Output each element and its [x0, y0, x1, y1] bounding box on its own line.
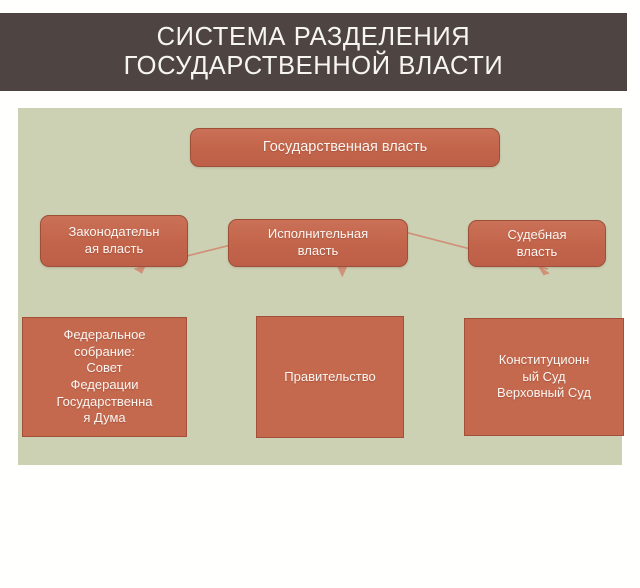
- node-legislative-power[interactable]: Законодательн ая власть: [40, 215, 188, 267]
- node-state-power[interactable]: Государственная власть: [190, 128, 500, 167]
- node-executive-power[interactable]: Исполнительная власть: [228, 219, 408, 267]
- node-judicial-power[interactable]: Судебная власть: [468, 220, 606, 267]
- title-bar: Система разделения государственной власт…: [0, 13, 627, 91]
- node-courts[interactable]: Конституционн ый Суд Верховный Суд: [464, 318, 624, 436]
- node-government[interactable]: Правительство: [256, 316, 404, 438]
- node-federal-assembly[interactable]: Федеральное собрание: Совет Федерации Го…: [22, 317, 187, 437]
- slide-canvas: Система разделения государственной власт…: [0, 13, 627, 465]
- page-title: Система разделения государственной власт…: [123, 23, 504, 80]
